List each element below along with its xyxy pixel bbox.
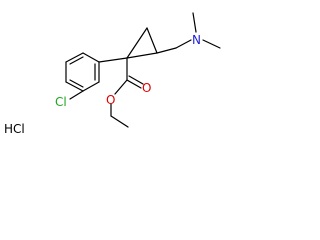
bond-n-me2: [202, 39, 221, 49]
bond-ch2-n: [175, 39, 192, 49]
bond-ring-c1: [98, 57, 128, 63]
benzene-ring: [65, 52, 100, 92]
chlorine-label: Cl: [55, 95, 67, 109]
structure-canvas: Cl N O O HCl: [0, 0, 232, 149]
molecule-diagram: Cl N O O HCl: [4, 12, 221, 136]
ester-oxygen-label: O: [106, 93, 115, 107]
bond-ring-6-inner: [69, 56, 84, 65]
cyclopropane-ring: [126, 27, 158, 59]
hcl-label: HCl: [4, 122, 25, 136]
nitrogen-label: N: [192, 33, 201, 47]
bond-cp-ch2: [156, 47, 177, 54]
bond-ethyl: [110, 115, 129, 128]
bond-ring-1: [82, 52, 100, 63]
bond-ring-6: [65, 52, 84, 63]
bond-ring-4: [65, 81, 84, 92]
bond-ring-3: [82, 81, 100, 92]
bond-ring-4-inner: [69, 79, 84, 88]
bond-c-o-double-b: [128, 75, 144, 85]
bond-cp-3: [126, 52, 158, 59]
bond-c-cl: [69, 90, 84, 100]
bond-n-me1: [192, 12, 197, 33]
carbonyl-oxygen-label: O: [142, 81, 151, 95]
bond-c-o-double-a: [126, 79, 142, 89]
bond-cp-1: [126, 27, 148, 59]
bond-c-o-ester: [114, 79, 128, 95]
bond-cp-2: [146, 27, 158, 54]
